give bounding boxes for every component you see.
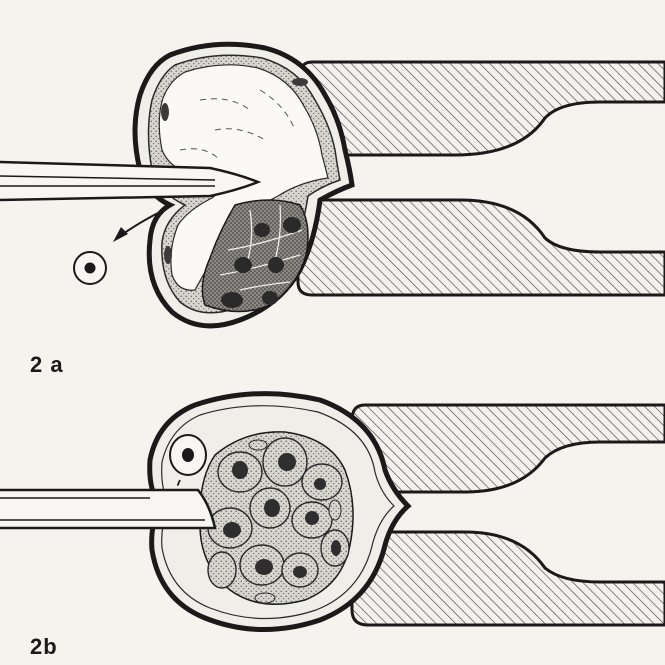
icm-nucleus [283,217,301,233]
panel-label-2a: 2 a [30,352,64,378]
icm-nucleus [234,257,252,273]
edge-cell [255,593,275,603]
nucleus [255,559,273,575]
nucleus [331,540,341,556]
nucleus [223,522,241,538]
injection-pipette-2b [0,490,215,528]
icm-nucleus [268,257,284,273]
panel-label-2b: 2b [30,634,58,660]
icm-nucleus [221,292,243,308]
single-cell-nucleus-2a [85,263,96,274]
icm-nucleus [262,291,278,305]
isolated-cell-nucleus-2b [182,448,194,462]
blastomere [208,552,236,588]
edge-cell [249,440,267,450]
trophectoderm-nucleus [161,103,169,121]
nucleus [293,566,307,578]
trophectoderm-nucleus [292,78,308,86]
nucleus [232,461,248,479]
icm-nucleus [254,223,270,237]
trophectoderm-nucleus [164,246,172,264]
nucleus [314,478,326,490]
edge-cell [329,500,341,520]
nucleus [264,499,280,517]
nucleus [278,453,296,471]
nucleus [305,511,319,525]
